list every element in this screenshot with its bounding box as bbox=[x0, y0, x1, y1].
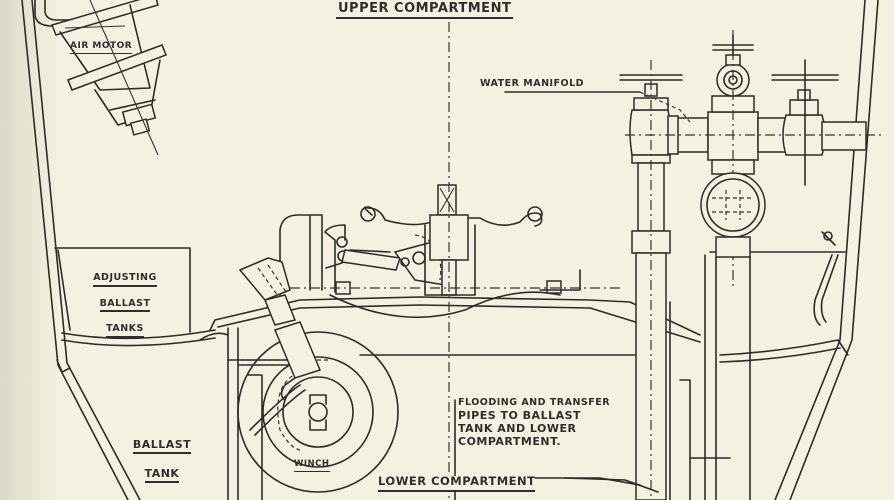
label-lower-compartment: LOWER COMPARTMENT bbox=[378, 475, 536, 492]
label-tank-word: TANK bbox=[144, 468, 180, 483]
hull-right bbox=[774, 0, 879, 500]
label-upper-compartment: UPPER COMPARTMENT bbox=[336, 2, 514, 19]
label-flooding-line-1: FLOODING AND TRANSFER bbox=[458, 397, 611, 408]
hull-left bbox=[21, 0, 141, 500]
lower-compartment-frame bbox=[199, 301, 691, 500]
winch-strut bbox=[238, 257, 322, 401]
label-tanks: TANKS bbox=[106, 324, 144, 338]
label-air-motor: AIR MOTOR bbox=[70, 42, 133, 54]
adjusting-ballast-tank-shape bbox=[54, 247, 216, 347]
label-flooding-line-2: PIPES TO BALLAST bbox=[458, 408, 582, 422]
label-flooding-pipes: FLOODING AND TRANSFER PIPES TO BALLAST T… bbox=[458, 397, 611, 448]
label-flooding-line-4: COMPARTMENT. bbox=[458, 434, 562, 448]
label-adjusting: ADJUSTING bbox=[93, 273, 157, 287]
label-ballast-word: BALLAST bbox=[132, 439, 192, 454]
water-manifold bbox=[619, 30, 885, 500]
manifold-leader-dashed bbox=[639, 91, 691, 123]
label-water-manifold: WATER MANIFOLD bbox=[480, 78, 585, 89]
label-ballast: BALLAST bbox=[99, 298, 151, 312]
label-flooding-line-3: TANK AND LOWER bbox=[458, 421, 577, 435]
winch bbox=[237, 331, 399, 493]
label-adjusting-ballast-tanks: ADJUSTING BALLAST TANKS bbox=[75, 265, 175, 338]
label-ballast-tank: BALLAST TANK bbox=[112, 433, 212, 483]
air-motor bbox=[34, 0, 167, 156]
central-hatch bbox=[209, 184, 701, 343]
label-winch: WINCH bbox=[294, 460, 330, 472]
